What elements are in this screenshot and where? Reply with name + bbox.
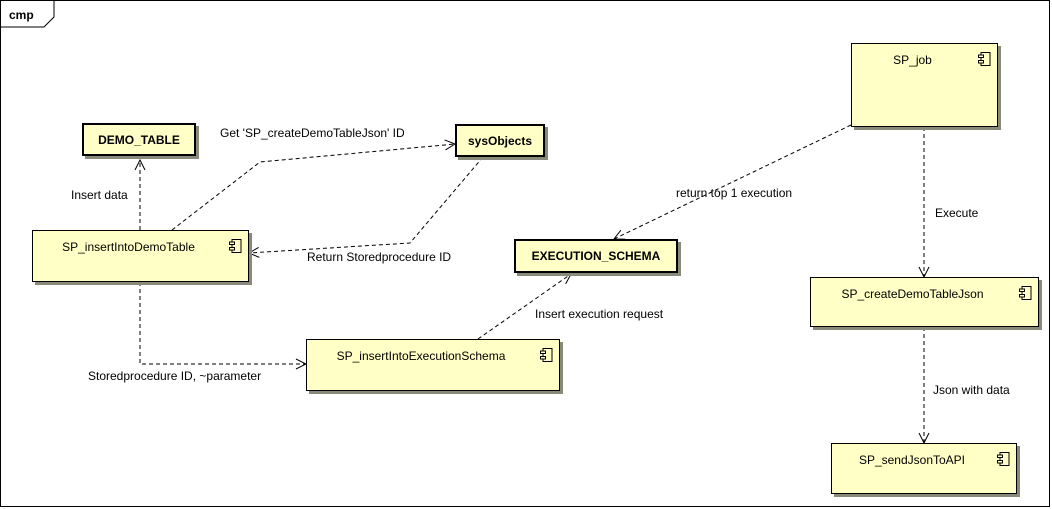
edge-insert-exec-request xyxy=(477,274,571,340)
sp-send-json-to-api-label: SP_sendJsonToAPI xyxy=(858,453,966,467)
component-icon xyxy=(1019,286,1032,300)
sp-create-demo-table-json-label: SP_createDemoTableJson xyxy=(841,287,984,301)
component-icon xyxy=(978,52,991,66)
edge-label-get-id: Get 'SP_createDemoTableJson' ID xyxy=(220,126,405,140)
edge-label-json-with-data: Json with data xyxy=(933,383,1010,397)
edge-label-return-sp-id: Return Storedprocedure ID xyxy=(307,250,452,264)
sys-objects-label: sysObjects xyxy=(467,133,533,148)
sys-objects-node[interactable]: sysObjects xyxy=(455,124,545,157)
demo-table-node[interactable]: DEMO_TABLE xyxy=(82,123,196,156)
sp-job-node[interactable]: SP_job xyxy=(851,43,998,127)
edge-get-id xyxy=(171,144,455,231)
sp-insert-into-execution-schema-label: SP_insertIntoExecutionSchema xyxy=(336,349,506,363)
sp-job-label: SP_job xyxy=(893,53,932,67)
sp-create-demo-table-json-node[interactable]: SP_createDemoTableJson xyxy=(810,277,1039,327)
edge-label-insert-data: Insert data xyxy=(71,188,128,202)
sp-insert-into-demo-table-label: SP_insertIntoDemoTable xyxy=(62,240,195,254)
edge-label-execute: Execute xyxy=(935,206,979,220)
sp-insert-into-execution-schema-node[interactable]: SP_insertIntoExecutionSchema xyxy=(306,339,560,391)
frame-title: cmp xyxy=(9,8,34,22)
edge-return-sp-id xyxy=(249,156,484,253)
sp-insert-into-demo-table-node[interactable]: SP_insertIntoDemoTable xyxy=(32,230,249,282)
edge-sp-id-param xyxy=(139,282,306,364)
edge-label-return-top1: return top 1 execution xyxy=(676,186,793,200)
execution-schema-label: EXECUTION_SCHEMA xyxy=(531,249,661,263)
edge-label-sp-id-param: Storedprocedure ID, ~parameter xyxy=(88,369,262,383)
demo-table-label: DEMO_TABLE xyxy=(98,132,180,147)
component-icon xyxy=(997,452,1010,466)
edge-label-insert-exec-request: Insert execution request xyxy=(535,307,664,321)
sp-send-json-to-api-node[interactable]: SP_sendJsonToAPI xyxy=(831,443,1017,494)
edge-return-top1 xyxy=(614,124,852,239)
execution-schema-node[interactable]: EXECUTION_SCHEMA xyxy=(514,239,678,273)
component-icon xyxy=(540,348,553,362)
component-icon xyxy=(229,239,242,253)
frame-tab xyxy=(0,0,55,28)
